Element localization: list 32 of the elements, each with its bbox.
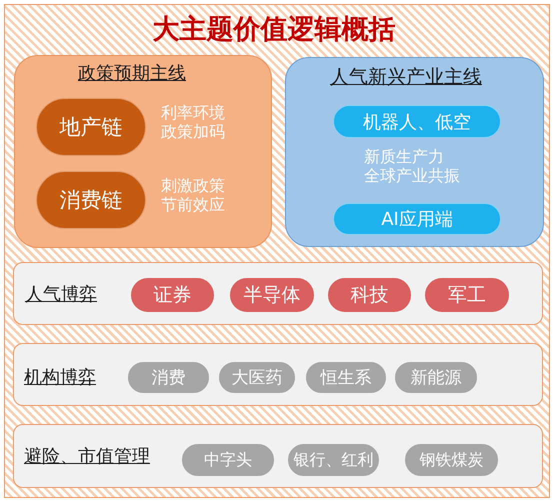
sector-pill: 中字头 xyxy=(182,444,274,476)
panel-text: 全球产业共振 xyxy=(364,167,460,186)
rounded-panel xyxy=(285,57,544,247)
topic-pill: 消费链 xyxy=(36,171,146,229)
sector-pill: 恒生系 xyxy=(306,362,386,393)
panel-heading: 人气新兴产业主线 xyxy=(329,67,483,89)
sector-pill: 钢铁煤炭 xyxy=(405,444,498,476)
note-text: 节前效应 xyxy=(161,196,225,214)
category-band xyxy=(13,424,543,488)
sector-pill: 银行、红利 xyxy=(288,444,379,476)
panel-heading: 政策预期主线 xyxy=(77,64,187,85)
band-heading: 避险、市值管理 xyxy=(24,447,150,468)
band-heading: 机构博弈 xyxy=(24,368,96,389)
topic-pill: 地产链 xyxy=(36,98,146,156)
sector-pill: 消费 xyxy=(128,362,209,393)
sector-pill: 大医药 xyxy=(219,362,295,393)
note-text: 刺激政策 xyxy=(161,177,225,196)
sector-pill: 证券 xyxy=(131,278,214,312)
panel-text: 新质生产力 xyxy=(364,148,444,166)
sector-pill: 新能源 xyxy=(395,362,477,393)
topic-pill: AI应用端 xyxy=(333,203,501,235)
sector-pill: 军工 xyxy=(425,278,509,312)
band-heading: 人气博弈 xyxy=(25,285,97,306)
note-text: 政策加码 xyxy=(161,123,225,142)
sector-pill: 科技 xyxy=(328,278,411,312)
note-text: 利率环境 xyxy=(161,104,225,122)
topic-pill: 机器人、低空 xyxy=(333,105,501,138)
sector-pill: 半导体 xyxy=(230,278,314,312)
category-band xyxy=(13,343,543,406)
rounded-panel xyxy=(14,55,272,248)
category-band xyxy=(13,262,543,325)
diagram-title: 大主题价值逻辑概括 xyxy=(152,14,396,46)
